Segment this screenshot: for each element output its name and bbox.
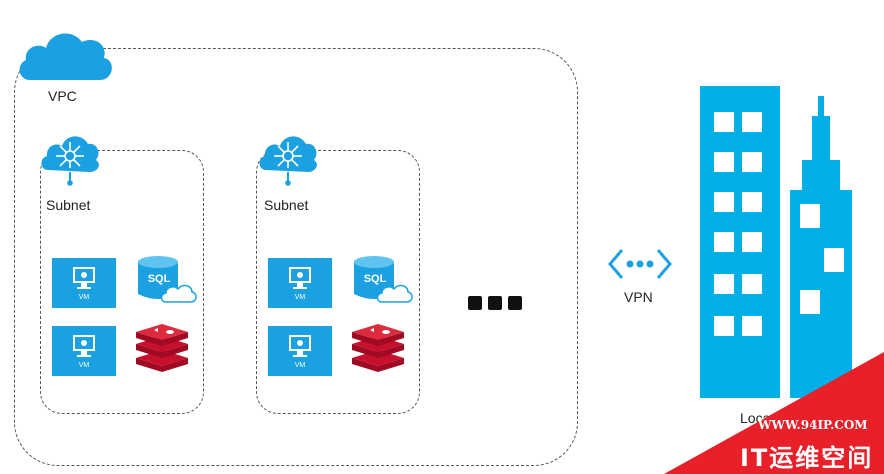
subnet-label: Subnet bbox=[264, 197, 309, 213]
subnet-boundary bbox=[256, 150, 420, 414]
subnet-network-icon bbox=[259, 136, 317, 186]
redis-stack-icon bbox=[136, 324, 188, 372]
vm-monitor-icon bbox=[289, 335, 311, 357]
vm-monitor-icon bbox=[73, 267, 95, 289]
ellipsis-icon bbox=[468, 296, 522, 310]
redis-stack-icon bbox=[352, 324, 404, 372]
vm-monitor-icon bbox=[73, 335, 95, 357]
vm-tile: VM bbox=[52, 258, 116, 308]
cloud-icon bbox=[19, 33, 112, 80]
sql-label: SQL bbox=[363, 273, 387, 285]
vm-tile: VM bbox=[268, 326, 332, 376]
vpc-boundary bbox=[14, 48, 578, 466]
vm-label: VM bbox=[294, 294, 306, 301]
vpn-label: VPN bbox=[624, 289, 653, 305]
sql-database-icon bbox=[138, 256, 197, 303]
vpc-label: VPC bbox=[48, 88, 77, 104]
vm-label: VM bbox=[78, 362, 90, 369]
watermark-corner-shape bbox=[664, 352, 884, 474]
building-icon bbox=[700, 86, 852, 398]
watermark-url: WWW.94IP.COM bbox=[758, 418, 868, 432]
subnet-network-icon bbox=[41, 136, 99, 186]
subnet-label: Subnet bbox=[46, 197, 91, 213]
vm-tile: VM bbox=[52, 326, 116, 376]
sql-label: SQL bbox=[147, 273, 171, 285]
subnet-boundary bbox=[40, 150, 204, 414]
sql-database-icon bbox=[354, 256, 413, 303]
vpn-connector-icon bbox=[608, 249, 672, 279]
watermark-brand: IT运维空间 bbox=[740, 444, 874, 472]
vm-label: VM bbox=[78, 294, 90, 301]
vm-label: VM bbox=[294, 362, 306, 369]
vm-tile: VM bbox=[268, 258, 332, 308]
vm-monitor-icon bbox=[289, 267, 311, 289]
